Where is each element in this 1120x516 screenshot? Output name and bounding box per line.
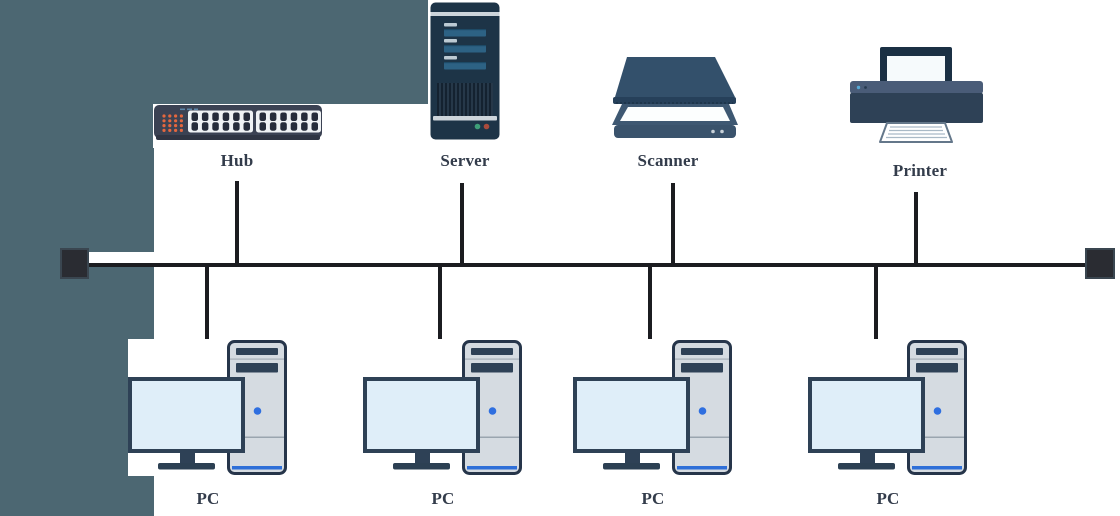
- pc-icon: [363, 340, 522, 475]
- pc1-label: PC: [196, 489, 220, 508]
- bus-terminator-right-icon: [1085, 248, 1115, 279]
- scanner-label: Scanner: [637, 151, 699, 170]
- scanner-icon: [612, 57, 738, 138]
- printer-label: Printer: [892, 161, 948, 180]
- pc2-label: PC: [431, 489, 455, 508]
- hub-icon: [154, 105, 322, 140]
- pc3-label: PC: [641, 489, 665, 508]
- pc1-node: [128, 339, 288, 476]
- pc-icon: [808, 340, 967, 475]
- pc3-node: [573, 339, 733, 476]
- connector-hub: [235, 181, 239, 263]
- connector-pc4: [874, 267, 878, 342]
- connector-pc3: [648, 267, 652, 342]
- bus-line: [87, 263, 1087, 267]
- server-node: [428, 0, 502, 142]
- pc2-node: [363, 339, 523, 476]
- connector-pc1: [205, 267, 209, 342]
- pc4-node: [808, 339, 968, 476]
- server-icon: [430, 2, 500, 140]
- printer-node: [848, 45, 985, 144]
- pc-icon: [573, 340, 732, 475]
- hub-label: Hub: [220, 151, 254, 170]
- pc4-label: PC: [876, 489, 900, 508]
- bus-terminator-left-icon: [60, 248, 89, 279]
- printer-icon: [850, 47, 983, 143]
- connector-server: [460, 183, 464, 263]
- server-label: Server: [440, 151, 490, 170]
- connector-pc2: [438, 267, 442, 342]
- connector-printer: [914, 192, 918, 263]
- connector-scanner: [671, 183, 675, 263]
- scanner-node: [612, 52, 738, 140]
- pc-icon: [128, 340, 287, 475]
- hub-node: [153, 104, 323, 148]
